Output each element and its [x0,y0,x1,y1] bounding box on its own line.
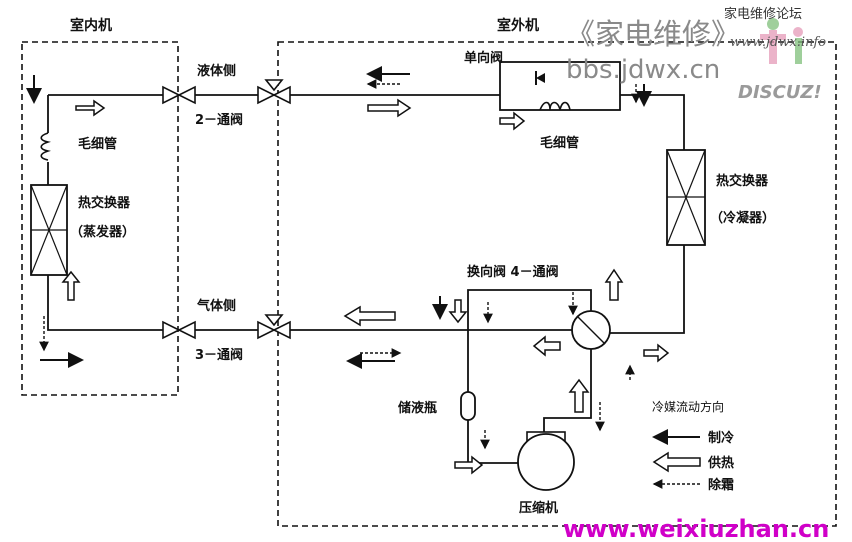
watermark-forum-name: 家电维修论坛 [724,6,802,22]
heating-arrows [61,98,670,475]
refrigerant-piping [47,94,685,464]
cooling-arrows [26,66,652,369]
forum-logo-figure [760,18,803,64]
legend-heating-label: 供热 [707,455,734,471]
valves [162,79,291,340]
four-way-valve-label: 换向阀 4－通阀 [467,264,559,280]
indoor-hx-label: 热交换器 [78,195,131,211]
two-way-valve-label: 2－通阀 [195,112,243,128]
outdoor-hx-label: 热交换器 [716,173,769,189]
two-way-valve-actuator [264,79,284,92]
watermark-discuz: DISCUZ! [738,82,822,103]
compressor [517,431,575,491]
legend-defrost-label: 除霜 [708,477,734,493]
outdoor-unit-label: 室外机 [497,17,539,34]
outdoor-heat-exchanger [666,149,706,246]
indoor-heat-exchanger [30,184,68,276]
outdoor-hx-sublabel: （冷凝器） [710,210,775,226]
indoor-liquid-valve-right [177,85,196,105]
outdoor-unit-boundary [277,41,837,527]
compressor-label: 压缩机 [519,500,558,516]
watermark-brand: 《家电维修》 [566,17,740,51]
outdoor-capillary-label: 毛细管 [540,135,579,151]
defrost-arrows [39,79,641,450]
flow-legend: 冷媒流动方向 制冷 供热 除霜 [652,399,734,493]
watermark-bbs: bbs.jdwx.cn [566,55,720,85]
legend-cooling-label: 制冷 [708,430,734,446]
three-way-valve-actuator [264,314,284,327]
accumulator [460,391,476,421]
liquid-side-label: 液体侧 [197,63,236,79]
three-way-valve-label: 3－通阀 [195,347,243,363]
indoor-unit-label: 室内机 [70,17,112,34]
legend-title: 冷媒流动方向 [652,399,724,414]
check-valve-label: 单向阀 [464,50,503,66]
check-valve-block [499,61,621,111]
indoor-capillary-label: 毛细管 [78,136,117,152]
accumulator-label: 储液瓶 [397,400,437,416]
watermark-url-top: www.jdwx.info [730,35,826,50]
indoor-liquid-valve-left [162,85,181,105]
watermark-url-bottom: www.weixiuzhan.cn [563,515,829,542]
gas-side-label: 气体侧 [197,298,236,314]
legend-heating-arrow [652,451,701,473]
indoor-capillary-coil [40,132,51,161]
indoor-hx-sublabel: （蒸发器） [70,224,135,240]
indoor-unit-boundary [21,41,179,396]
